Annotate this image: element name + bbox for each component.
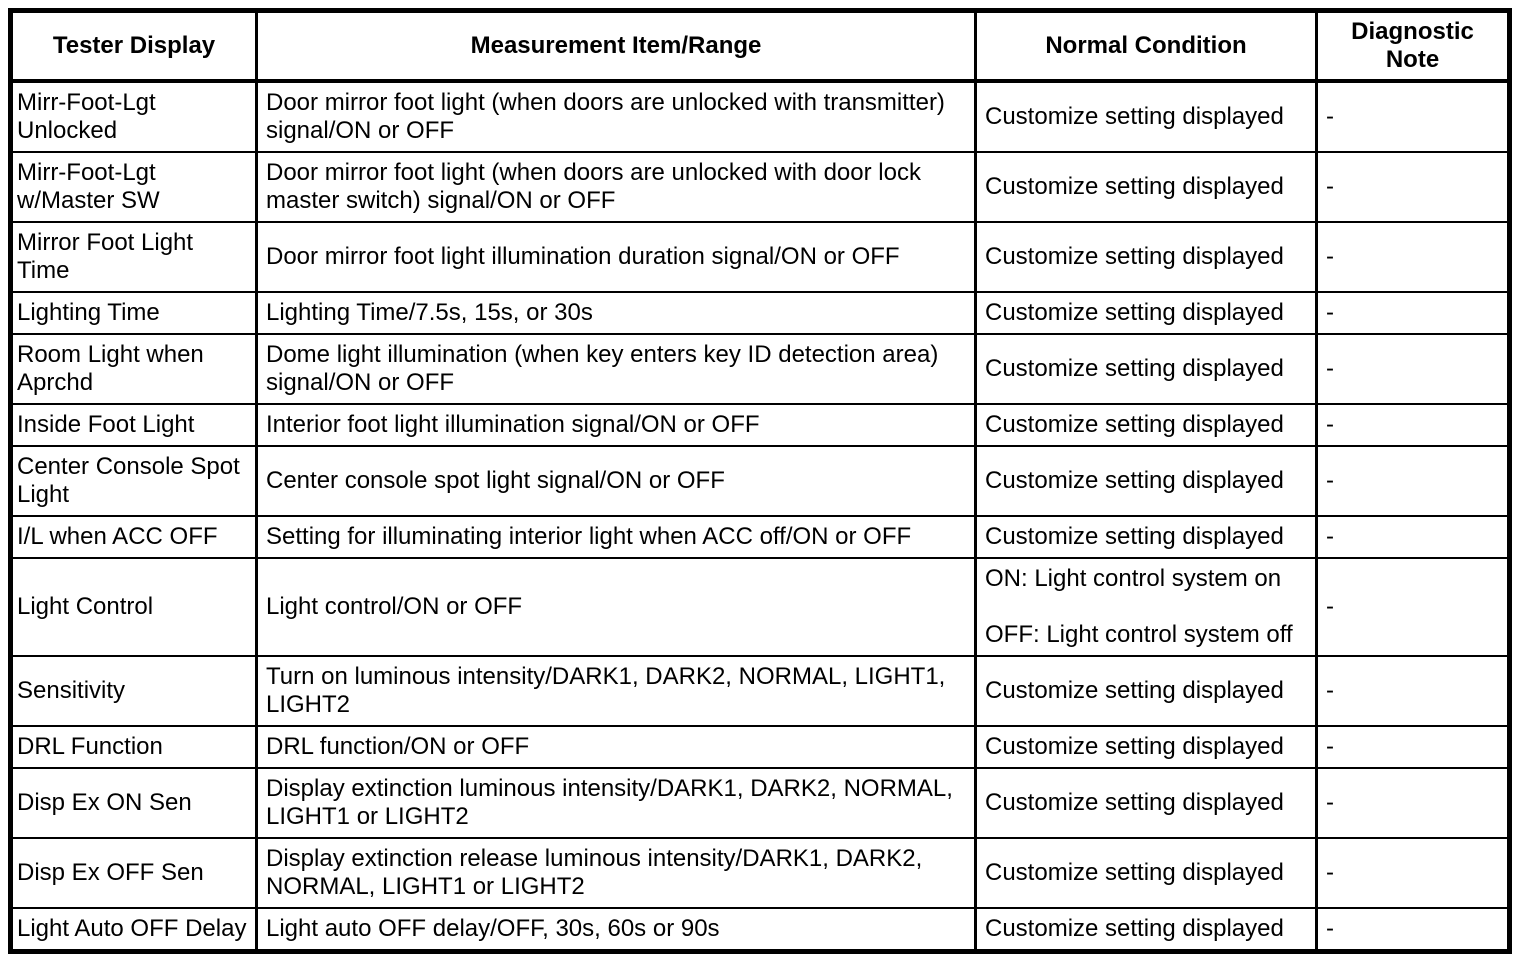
cell-diagnostic-note: -: [1315, 725, 1511, 769]
cell-measurement-item-range: Turn on luminous intensity/DARK1, DARK2,…: [255, 655, 977, 727]
table-row: Light Auto OFF Delay Light auto OFF dela…: [9, 907, 1511, 953]
table-row: Lighting Time Lighting Time/7.5s, 15s, o…: [9, 291, 1511, 335]
cell-normal-condition: ON: Light control system on OFF: Light c…: [974, 557, 1318, 657]
cell-tester-display: Center Console Spot Light: [9, 445, 258, 517]
table-body: Mirr-Foot-Lgt Unlocked Door mirror foot …: [9, 80, 1511, 953]
table-row: I/L when ACC OFF Setting for illuminatin…: [9, 515, 1511, 559]
cell-tester-display: DRL Function: [9, 725, 258, 769]
cell-tester-display: Mirror Foot Light Time: [9, 221, 258, 293]
cell-tester-display: Room Light when Aprchd: [9, 333, 258, 405]
cell-measurement-item-range: Setting for illuminating interior light …: [255, 515, 977, 559]
table-header: Tester Display Measurement Item/Range No…: [9, 9, 1511, 83]
cell-tester-display: Disp Ex ON Sen: [9, 767, 258, 839]
cell-normal-condition: Customize setting displayed: [974, 767, 1318, 839]
cell-normal-condition: Customize setting displayed: [974, 445, 1318, 517]
cell-diagnostic-note: -: [1315, 557, 1511, 657]
cell-tester-display: Lighting Time: [9, 291, 258, 335]
cell-diagnostic-note: -: [1315, 837, 1511, 909]
cell-tester-display: Light Auto OFF Delay: [9, 907, 258, 953]
cell-diagnostic-note: -: [1315, 515, 1511, 559]
column-header-normal-condition: Normal Condition: [974, 9, 1318, 83]
cell-measurement-item-range: Display extinction release luminous inte…: [255, 837, 977, 909]
cell-diagnostic-note: -: [1315, 907, 1511, 953]
header-row: Tester Display Measurement Item/Range No…: [9, 9, 1511, 83]
cell-normal-condition: Customize setting displayed: [974, 333, 1318, 405]
table-row: Room Light when Aprchd Dome light illumi…: [9, 333, 1511, 405]
table-row: Mirr-Foot-Lgt Unlocked Door mirror foot …: [9, 80, 1511, 153]
column-header-diagnostic-note: Diagnostic Note: [1315, 9, 1511, 83]
cell-tester-display: Sensitivity: [9, 655, 258, 727]
cell-measurement-item-range: Dome light illumination (when key enters…: [255, 333, 977, 405]
cell-tester-display: Disp Ex OFF Sen: [9, 837, 258, 909]
cell-normal-condition: Customize setting displayed: [974, 403, 1318, 447]
cell-diagnostic-note: -: [1315, 767, 1511, 839]
cell-normal-condition: Customize setting displayed: [974, 291, 1318, 335]
cell-normal-condition: Customize setting displayed: [974, 837, 1318, 909]
cell-measurement-item-range: Door mirror foot light illumination dura…: [255, 221, 977, 293]
table-row: Disp Ex ON Sen Display extinction lumino…: [9, 767, 1511, 839]
cell-measurement-item-range: Interior foot light illumination signal/…: [255, 403, 977, 447]
cell-measurement-item-range: Door mirror foot light (when doors are u…: [255, 80, 977, 153]
table-row: Sensitivity Turn on luminous intensity/D…: [9, 655, 1511, 727]
cell-measurement-item-range: Lighting Time/7.5s, 15s, or 30s: [255, 291, 977, 335]
table-row: Light Control Light control/ON or OFF ON…: [9, 557, 1511, 657]
table-row: Mirror Foot Light Time Door mirror foot …: [9, 221, 1511, 293]
cell-measurement-item-range: Light control/ON or OFF: [255, 557, 977, 657]
table-row: Inside Foot Light Interior foot light il…: [9, 403, 1511, 447]
cell-tester-display: Mirr-Foot-Lgt Unlocked: [9, 80, 258, 153]
cell-measurement-item-range: Door mirror foot light (when doors are u…: [255, 151, 977, 223]
cell-normal-condition: Customize setting displayed: [974, 151, 1318, 223]
table-row: Disp Ex OFF Sen Display extinction relea…: [9, 837, 1511, 909]
table-row: Mirr-Foot-Lgt w/Master SW Door mirror fo…: [9, 151, 1511, 223]
cell-normal-condition: Customize setting displayed: [974, 221, 1318, 293]
cell-normal-condition: Customize setting displayed: [974, 80, 1318, 153]
cell-diagnostic-note: -: [1315, 151, 1511, 223]
cell-normal-condition: Customize setting displayed: [974, 515, 1318, 559]
cell-diagnostic-note: -: [1315, 403, 1511, 447]
cell-tester-display: Mirr-Foot-Lgt w/Master SW: [9, 151, 258, 223]
cell-diagnostic-note: -: [1315, 291, 1511, 335]
cell-tester-display: Light Control: [9, 557, 258, 657]
cell-normal-condition: Customize setting displayed: [974, 907, 1318, 953]
cell-diagnostic-note: -: [1315, 80, 1511, 153]
cell-normal-condition: Customize setting displayed: [974, 655, 1318, 727]
cell-measurement-item-range: DRL function/ON or OFF: [255, 725, 977, 769]
cell-tester-display: Inside Foot Light: [9, 403, 258, 447]
cell-normal-condition: Customize setting displayed: [974, 725, 1318, 769]
cell-measurement-item-range: Center console spot light signal/ON or O…: [255, 445, 977, 517]
cell-diagnostic-note: -: [1315, 655, 1511, 727]
column-header-tester-display: Tester Display: [9, 9, 258, 83]
cell-diagnostic-note: -: [1315, 333, 1511, 405]
customize-parameters-table: Tester Display Measurement Item/Range No…: [8, 8, 1512, 954]
cell-tester-display: I/L when ACC OFF: [9, 515, 258, 559]
table-row: Center Console Spot Light Center console…: [9, 445, 1511, 517]
cell-measurement-item-range: Display extinction luminous intensity/DA…: [255, 767, 977, 839]
cell-diagnostic-note: -: [1315, 221, 1511, 293]
column-header-measurement-item-range: Measurement Item/Range: [255, 9, 977, 83]
cell-measurement-item-range: Light auto OFF delay/OFF, 30s, 60s or 90…: [255, 907, 977, 953]
table-row: DRL Function DRL function/ON or OFF Cust…: [9, 725, 1511, 769]
cell-diagnostic-note: -: [1315, 445, 1511, 517]
